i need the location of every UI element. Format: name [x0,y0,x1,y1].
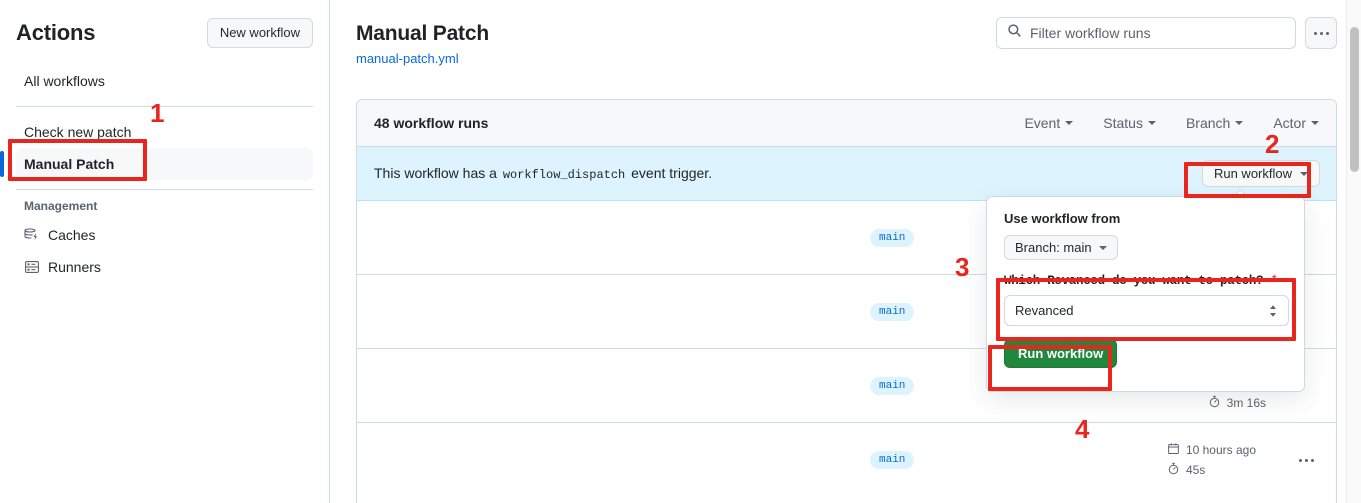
branch-select-label: Branch: main [1015,240,1092,255]
use-workflow-from-label: Use workflow from [1004,211,1121,226]
sidebar-divider [16,106,313,107]
sidebar-item-caches[interactable]: Caches [16,219,313,251]
workflow-input-label-text: Which Revanced do you want to patch? [1004,274,1264,288]
table-row[interactable]: main 3m 16s [357,349,1336,423]
table-row[interactable]: main [357,201,1336,275]
required-marker: * [1270,274,1278,288]
kebab-horizontal-icon [1299,458,1314,462]
cache-icon [24,227,40,243]
sidebar-item-label: Manual Patch [24,156,115,172]
branch-badge[interactable]: main [870,302,915,321]
workflow-dispatch-banner: This workflow has a workflow_dispatch ev… [357,147,1336,201]
chevron-down-icon [1300,171,1308,176]
filter-actor[interactable]: Actor [1273,115,1319,131]
branch-badge[interactable]: main [870,376,915,395]
kebab-horizontal-icon [1313,31,1329,35]
run-meta: 10 hours ago 45s [1167,442,1256,478]
run-meta: 3m 16s [1208,395,1266,411]
chevron-down-icon [1311,121,1319,125]
search-icon [1007,23,1022,43]
filter-label: Status [1103,115,1143,131]
run-duration: 45s [1167,462,1256,478]
stopwatch-icon [1167,462,1180,478]
dispatch-text-after: event trigger. [631,165,713,181]
sidebar-item-label: Caches [48,227,96,243]
run-duration: 3m 16s [1208,395,1266,411]
filter-label: Event [1024,115,1061,131]
filter-label: Actor [1273,115,1306,131]
run-date: 10 hours ago [1167,442,1256,458]
filter-event[interactable]: Event [1024,115,1074,131]
sidebar-divider [16,189,313,190]
use-workflow-from-section: Use workflow from Branch: main [987,197,1304,260]
sidebar-item-label: All workflows [24,73,105,89]
vertical-scrollbar[interactable] [1346,0,1361,503]
runs-filters: Event Status Branch Actor [1024,115,1319,131]
sidebar-header: Actions New workflow [16,0,313,48]
page-kebab-menu-button[interactable] [1305,17,1337,49]
workflow-input-label: Which Revanced do you want to patch? * [1004,274,1287,288]
chevron-down-icon [1065,121,1074,125]
sidebar-item-runners[interactable]: Runners [16,251,313,283]
sidebar-item-label: Check new patch [24,124,132,140]
runs-panel-header: 48 workflow runs Event Status Branch [357,100,1336,147]
filter-branch[interactable]: Branch [1185,115,1244,131]
sidebar-item-check-new-patch[interactable]: Check new patch [16,116,313,148]
submit-run-workflow-button[interactable]: Run workflow [1004,339,1118,368]
popover-arrow [1234,189,1248,197]
filter-label: Branch [1185,115,1231,131]
row-kebab-menu-button[interactable] [1299,458,1314,462]
server-icon [24,259,40,275]
revanced-select-value: Revanced [1015,303,1074,318]
dispatch-banner-text: This workflow has a workflow_dispatch ev… [374,165,712,182]
select-stepper-icon [1268,304,1278,318]
search-box[interactable] [996,17,1296,49]
scrollbar-thumb[interactable] [1350,27,1359,172]
branch-badge[interactable]: main [870,451,915,469]
sidebar-item-manual-patch[interactable]: Manual Patch [0,148,313,180]
chevron-down-icon [1098,245,1107,250]
filter-status[interactable]: Status [1103,115,1156,131]
table-row[interactable]: main [357,275,1336,349]
sidebar-item-all-workflows[interactable]: All workflows [16,65,313,97]
runs-count-label: 48 workflow runs [374,115,489,131]
run-duration-text: 3m 16s [1226,396,1266,410]
sidebar-nav: All workflows Check new patch Manual Pat… [0,65,313,283]
run-workflow-button-label: Run workflow [1213,166,1292,181]
dispatch-text-before: This workflow has a [374,165,497,181]
table-row[interactable]: main 10 hours ago [357,423,1336,497]
workflow-input-field: Which Revanced do you want to patch? * R… [987,260,1304,326]
new-workflow-button[interactable]: New workflow [206,18,313,48]
branch-select-button[interactable]: Branch: main [1004,235,1118,260]
workflow-file-link[interactable]: manual-patch.yml [356,51,459,66]
page-title: Manual Patch [356,22,489,45]
chevron-down-icon [1235,121,1244,125]
run-date-text: 10 hours ago [1185,443,1256,457]
revanced-select[interactable]: Revanced [1004,295,1289,326]
sidebar-item-label: Runners [48,259,101,275]
search-wrapper [996,17,1296,49]
stopwatch-icon [1208,395,1221,411]
run-workflow-popover: Use workflow from Branch: main Which Rev… [986,196,1305,392]
sidebar-group-management: Management [24,199,98,213]
run-workflow-dropdown-button[interactable]: Run workflow [1201,160,1320,187]
search-input[interactable] [1030,25,1285,41]
calendar-icon [1167,442,1180,458]
chevron-down-icon [1147,121,1156,125]
branch-badge[interactable]: main [870,228,915,247]
run-duration-text: 45s [1185,463,1206,477]
dispatch-event-code: workflow_dispatch [502,168,626,182]
sidebar-title: Actions [16,20,96,45]
sidebar: Actions New workflow All workflows Check… [0,0,330,503]
